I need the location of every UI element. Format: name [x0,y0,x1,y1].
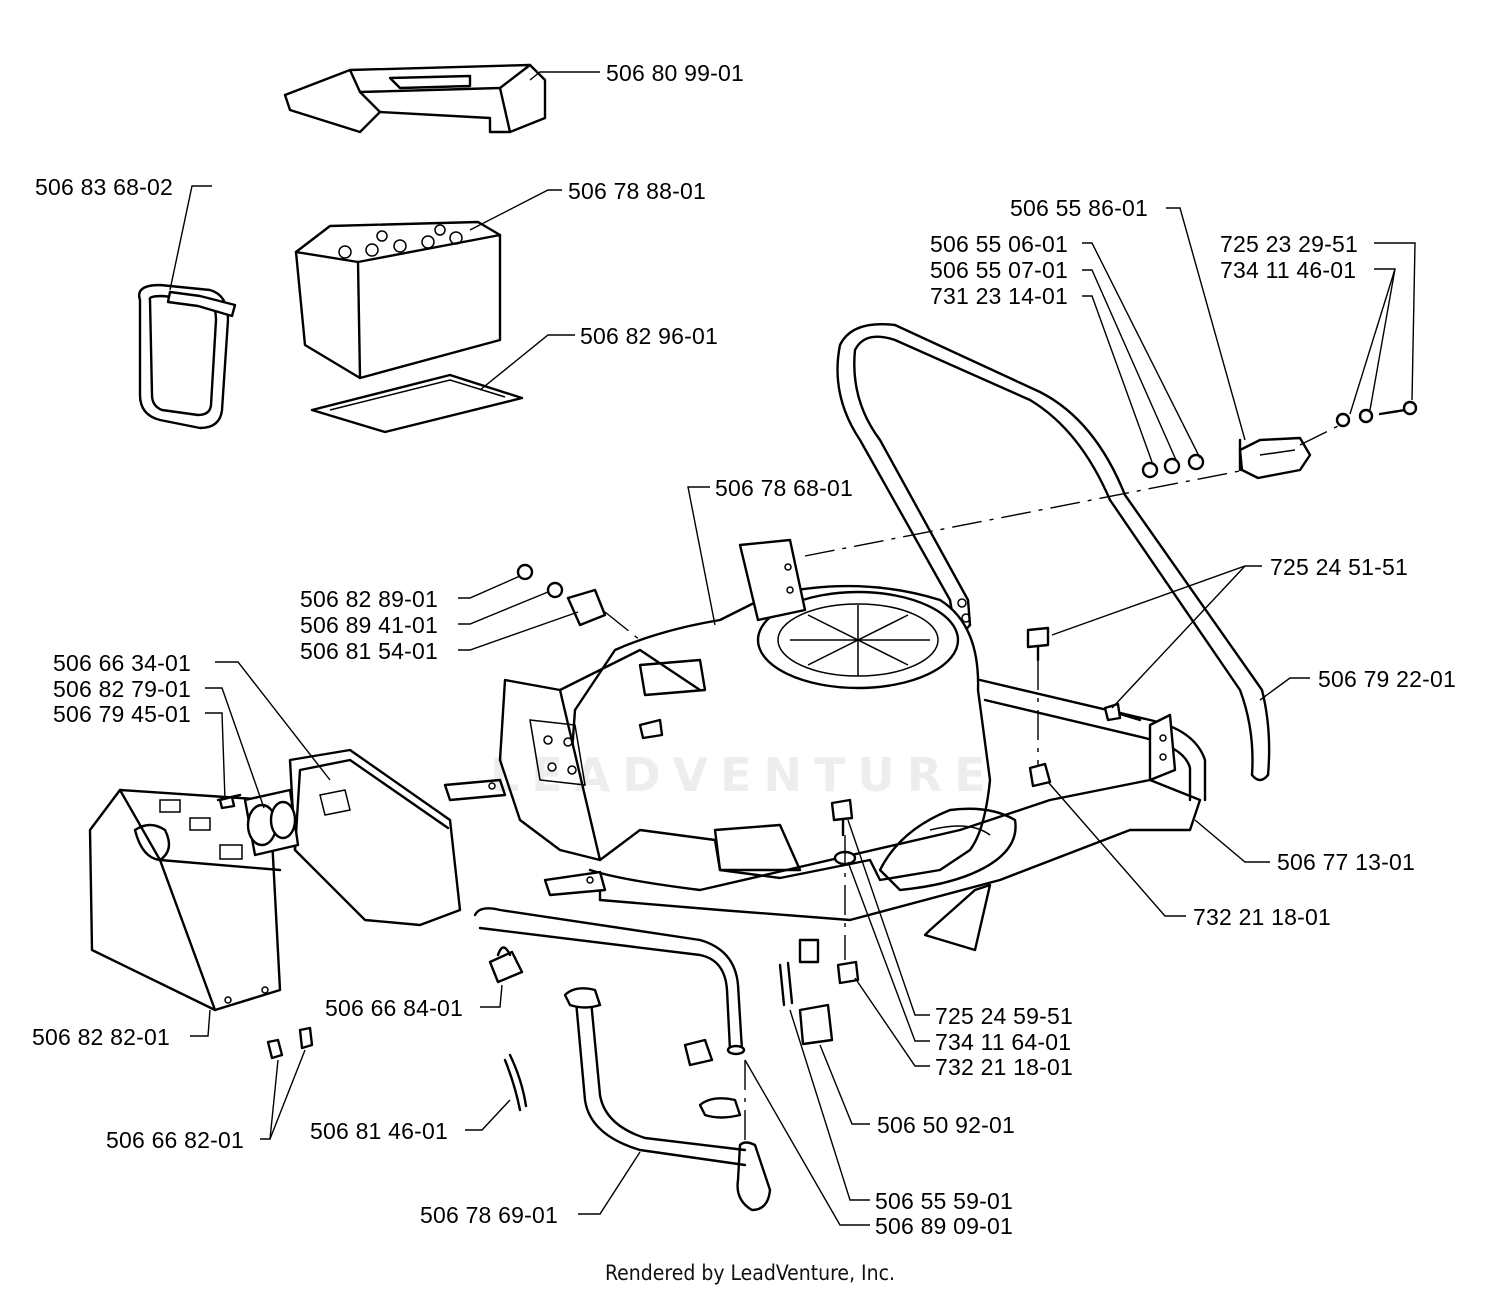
exhaust-pipe-part [563,987,772,1212]
part-label[interactable]: 506 78 88-01 [568,178,706,204]
part-label[interactable]: 506 82 96-01 [580,323,718,349]
seat-cover-part [283,63,547,134]
fuel-hose-part [503,1053,528,1112]
part-label[interactable]: 506 78 68-01 [715,475,853,501]
heat-shield-part [88,788,282,1012]
part-label[interactable]: 506 55 07-01 [930,257,1068,283]
part-label[interactable]: 506 55 06-01 [930,231,1068,257]
part-label[interactable]: 506 82 89-01 [300,586,438,612]
part-label[interactable]: 734 11 46-01 [1220,257,1357,283]
part-label[interactable]: 506 89 41-01 [300,612,438,638]
part-label[interactable]: 506 79 22-01 [1318,666,1456,692]
part-label[interactable]: 732 21 18-01 [1193,904,1331,930]
part-label[interactable]: 734 11 64-01 [935,1029,1072,1055]
part-label[interactable]: 506 50 92-01 [877,1112,1015,1138]
tube-part [473,907,746,1056]
battery-clamp-part [1141,400,1418,480]
engine-shroud-part [568,584,1017,892]
alignment-lines [604,424,1341,1140]
part-label[interactable]: 506 66 84-01 [325,995,463,1021]
footer-credit: Rendered by LeadVenture, Inc. [605,1261,895,1285]
part-label[interactable]: 506 89 09-01 [875,1213,1013,1239]
part-label[interactable]: 725 23 29-51 [1220,231,1358,257]
part-label[interactable]: 506 55 59-01 [875,1188,1013,1214]
clamp-part [488,946,524,984]
part-label[interactable]: 725 24 59-51 [935,1003,1073,1029]
muffler-part [216,748,462,927]
part-label[interactable]: 506 83 68-02 [35,174,173,200]
engine-side-plate-part [498,678,664,862]
part-label[interactable]: 731 23 14-01 [930,283,1068,309]
part-label[interactable]: 506 82 79-01 [53,676,191,702]
fasteners [218,563,1142,1060]
part-label[interactable]: 506 66 82-01 [106,1127,244,1153]
battery-strap-part [138,283,237,430]
leader-lines [169,71,1416,1226]
part-label[interactable]: 506 77 13-01 [1277,849,1415,875]
engine-frame-part [443,538,1207,952]
part-label[interactable]: 725 24 51-51 [1270,554,1408,580]
battery-pad-part [310,373,524,434]
part-label[interactable]: 506 80 99-01 [606,60,744,86]
battery-part [294,220,502,380]
watermark-text: LEADVENTURE [490,748,998,802]
part-label[interactable]: 506 55 86-01 [1010,195,1148,221]
part-label[interactable]: 506 82 82-01 [32,1024,170,1050]
part-label[interactable]: 506 66 34-01 [53,650,191,676]
part-label[interactable]: 506 81 54-01 [300,638,438,664]
part-label[interactable]: 506 81 46-01 [310,1118,448,1144]
part-label[interactable]: 506 78 69-01 [420,1202,558,1228]
part-label[interactable]: 732 21 18-01 [935,1054,1073,1080]
part-label[interactable]: 506 79 45-01 [53,701,191,727]
